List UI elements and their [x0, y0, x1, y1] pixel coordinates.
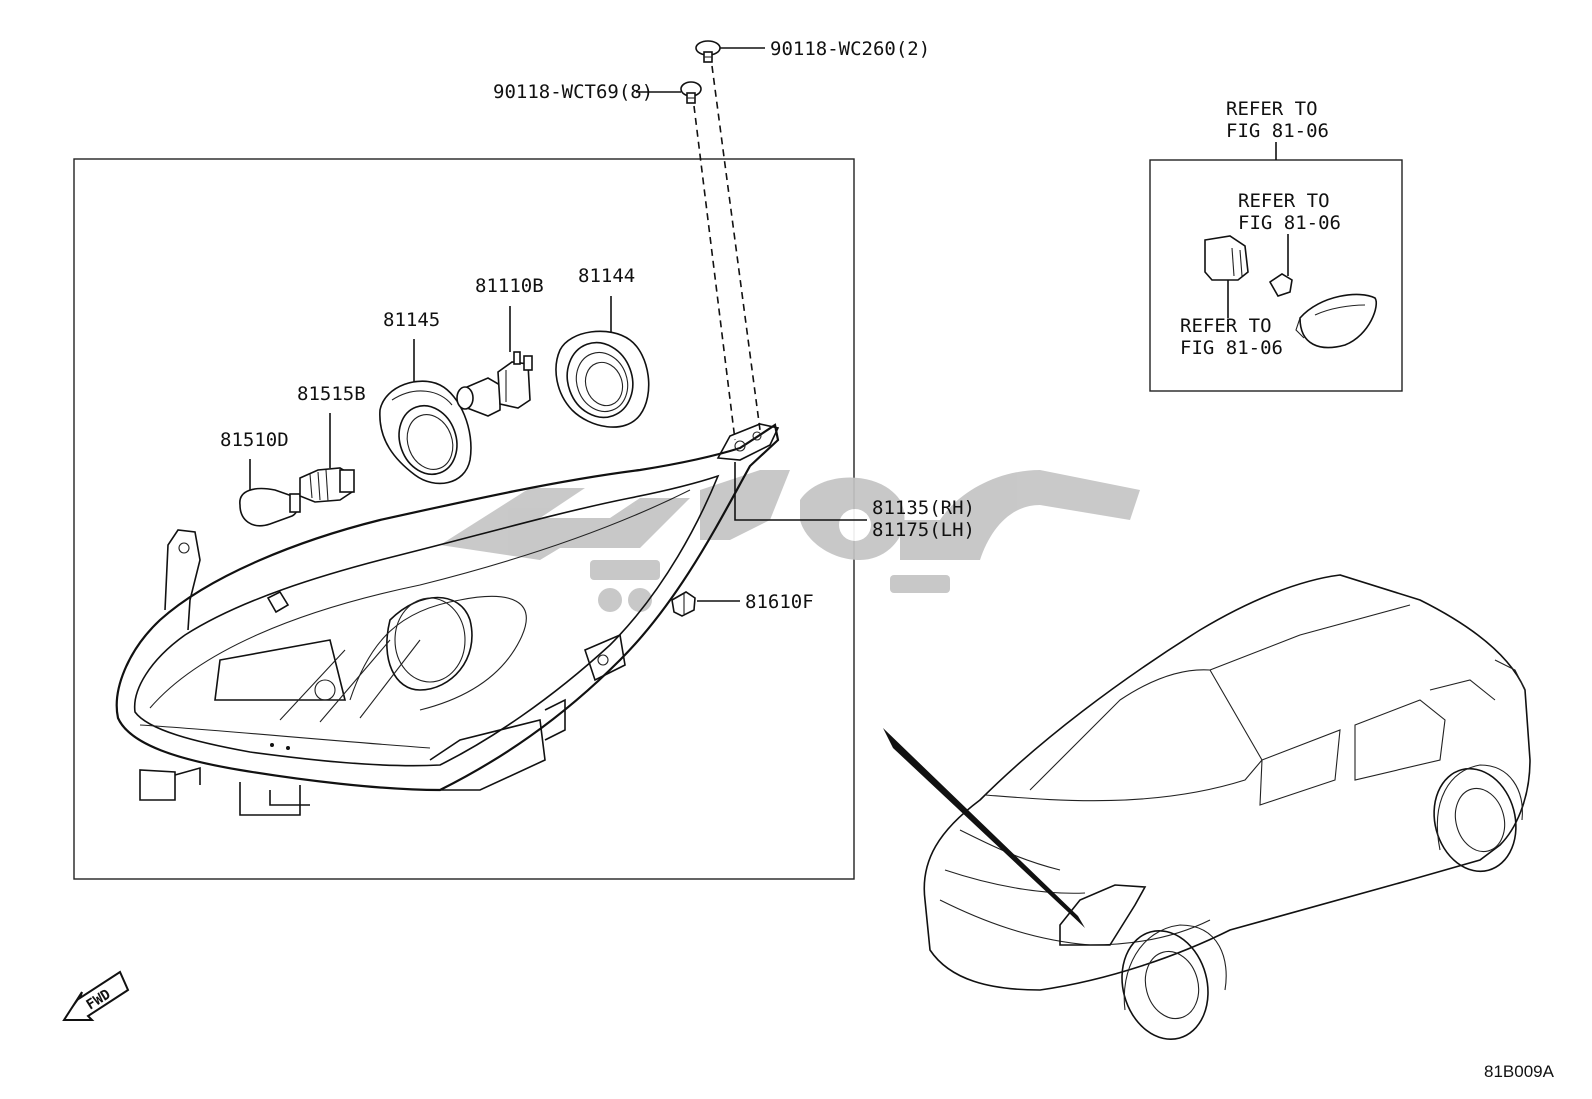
- car-outline: [883, 574, 1531, 1041]
- label-refer-top-2: FIG 81-06: [1226, 120, 1329, 142]
- label-81145: 81145: [383, 309, 440, 331]
- side-marker-bulb-icon: [1268, 273, 1293, 297]
- side-marker-lens-icon: [1295, 293, 1377, 349]
- label-81175: 81175(LH): [872, 519, 975, 541]
- figure-code: 81B009A: [1484, 1062, 1555, 1081]
- logo-watermark: [440, 470, 1140, 612]
- label-bolt-wct69: 90118-WCT69(8): [493, 81, 653, 103]
- side-marker-socket-icon: [1204, 235, 1249, 281]
- label-refer-top-1: REFER TO: [1226, 98, 1318, 120]
- bulb-81610f-icon: [671, 591, 696, 617]
- label-81144: 81144: [578, 265, 635, 287]
- label-81110b: 81110B: [475, 275, 544, 297]
- label-bolt-wc260: 90118-WC260(2): [770, 38, 930, 60]
- headlamp-housing: [115, 423, 780, 816]
- label-refer-bulb-2: FIG 81-06: [1238, 212, 1341, 234]
- bolt-wct69-icon: [680, 81, 702, 104]
- leader-81135: [734, 462, 867, 521]
- cap-81144-icon: [555, 330, 650, 428]
- forward-arrow-icon: FWD: [62, 970, 130, 1021]
- label-81515b: 81515B: [297, 383, 366, 405]
- socket-81515b-icon: [299, 467, 355, 503]
- install-path-a: [711, 65, 761, 431]
- bolt-wc260-icon: [695, 40, 721, 63]
- label-refer-socket-2: FIG 81-06: [1180, 337, 1283, 359]
- label-81135: 81135(RH): [872, 497, 975, 519]
- cap-81145-icon: [379, 380, 472, 485]
- label-refer-socket-1: REFER TO: [1180, 315, 1272, 337]
- bulb-81510d-icon: [239, 487, 301, 527]
- label-81610f: 81610F: [745, 591, 814, 613]
- label-refer-bulb-1: REFER TO: [1238, 190, 1330, 212]
- label-81510d: 81510D: [220, 429, 289, 451]
- install-path-b: [693, 105, 736, 441]
- bulb-81110b-icon: [456, 351, 533, 417]
